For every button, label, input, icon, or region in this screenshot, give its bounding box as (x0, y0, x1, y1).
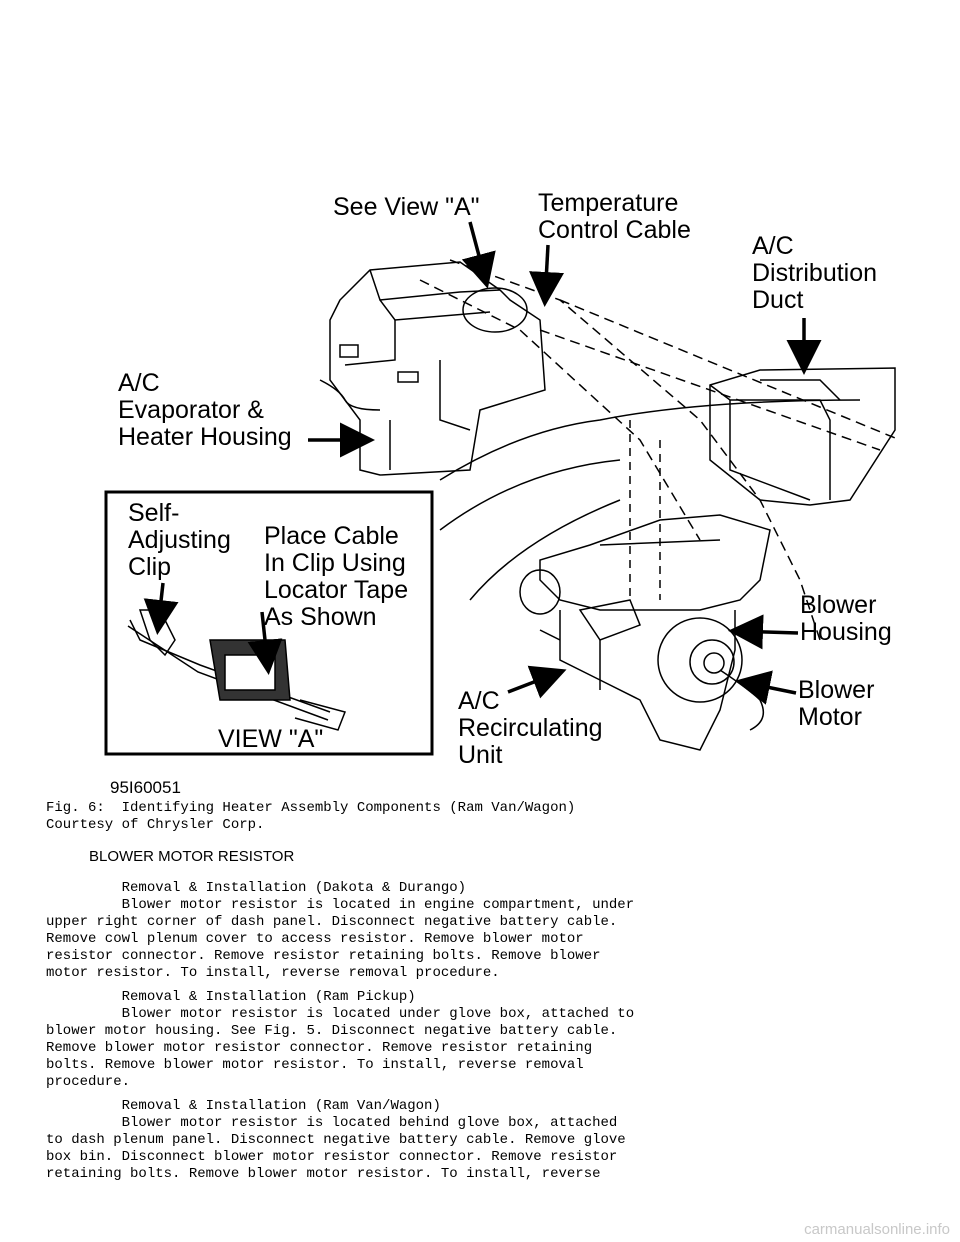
caption-line-1: Fig. 6: Identifying Heater Assembly Comp… (46, 800, 576, 816)
caption-courtesy: Courtesy of Chrysler Corp. (46, 817, 265, 833)
label-ac-recirculating-unit: A/C Recirculating Unit (458, 687, 603, 769)
heater-assembly-illustration (104, 221, 901, 756)
paragraph-body: Blower motor resistor is located under g… (46, 1006, 635, 1090)
paragraph-title: Removal & Installation (Ram Van/Wagon) (46, 1098, 441, 1114)
paragraph-ram-van-wagon: Removal & Installation (Ram Van/Wagon) B… (46, 1098, 626, 1183)
label-temperature-control-cable: Temperature Control Cable (538, 189, 691, 244)
watermark: carmanualsonline.info (804, 1221, 950, 1238)
figure-caption: Fig. 6: Identifying Heater Assembly Comp… (46, 800, 575, 834)
paragraph-title: Removal & Installation (Dakota & Durango… (46, 880, 467, 896)
paragraph-ram-pickup: Removal & Installation (Ram Pickup) Blow… (46, 989, 634, 1091)
label-blower-motor: Blower Motor (798, 676, 875, 731)
paragraph-body: Blower motor resistor is located behind … (46, 1115, 626, 1182)
paragraph-body: Blower motor resistor is located in engi… (46, 897, 635, 981)
section-heading: BLOWER MOTOR RESISTOR (89, 848, 295, 865)
label-ac-evaporator-heater-housing: A/C Evaporator & Heater Housing (118, 369, 292, 451)
paragraph-dakota-durango: Removal & Installation (Dakota & Durango… (46, 880, 634, 982)
label-blower-housing: Blower Housing (800, 591, 892, 646)
label-see-view-a: See View "A" (333, 193, 480, 221)
figure-code: 95I60051 (110, 778, 181, 797)
label-view-a: VIEW "A" (218, 725, 324, 753)
figure-6: See View "A" Temperature Control Cable A… (104, 189, 901, 797)
paragraph-title: Removal & Installation (Ram Pickup) (46, 989, 416, 1005)
label-self-adjusting-clip: Self- Adjusting Clip (128, 499, 231, 581)
label-place-cable: Place Cable In Clip Using Locator Tape A… (264, 522, 409, 631)
label-ac-distribution-duct: A/C Distribution Duct (752, 232, 878, 314)
